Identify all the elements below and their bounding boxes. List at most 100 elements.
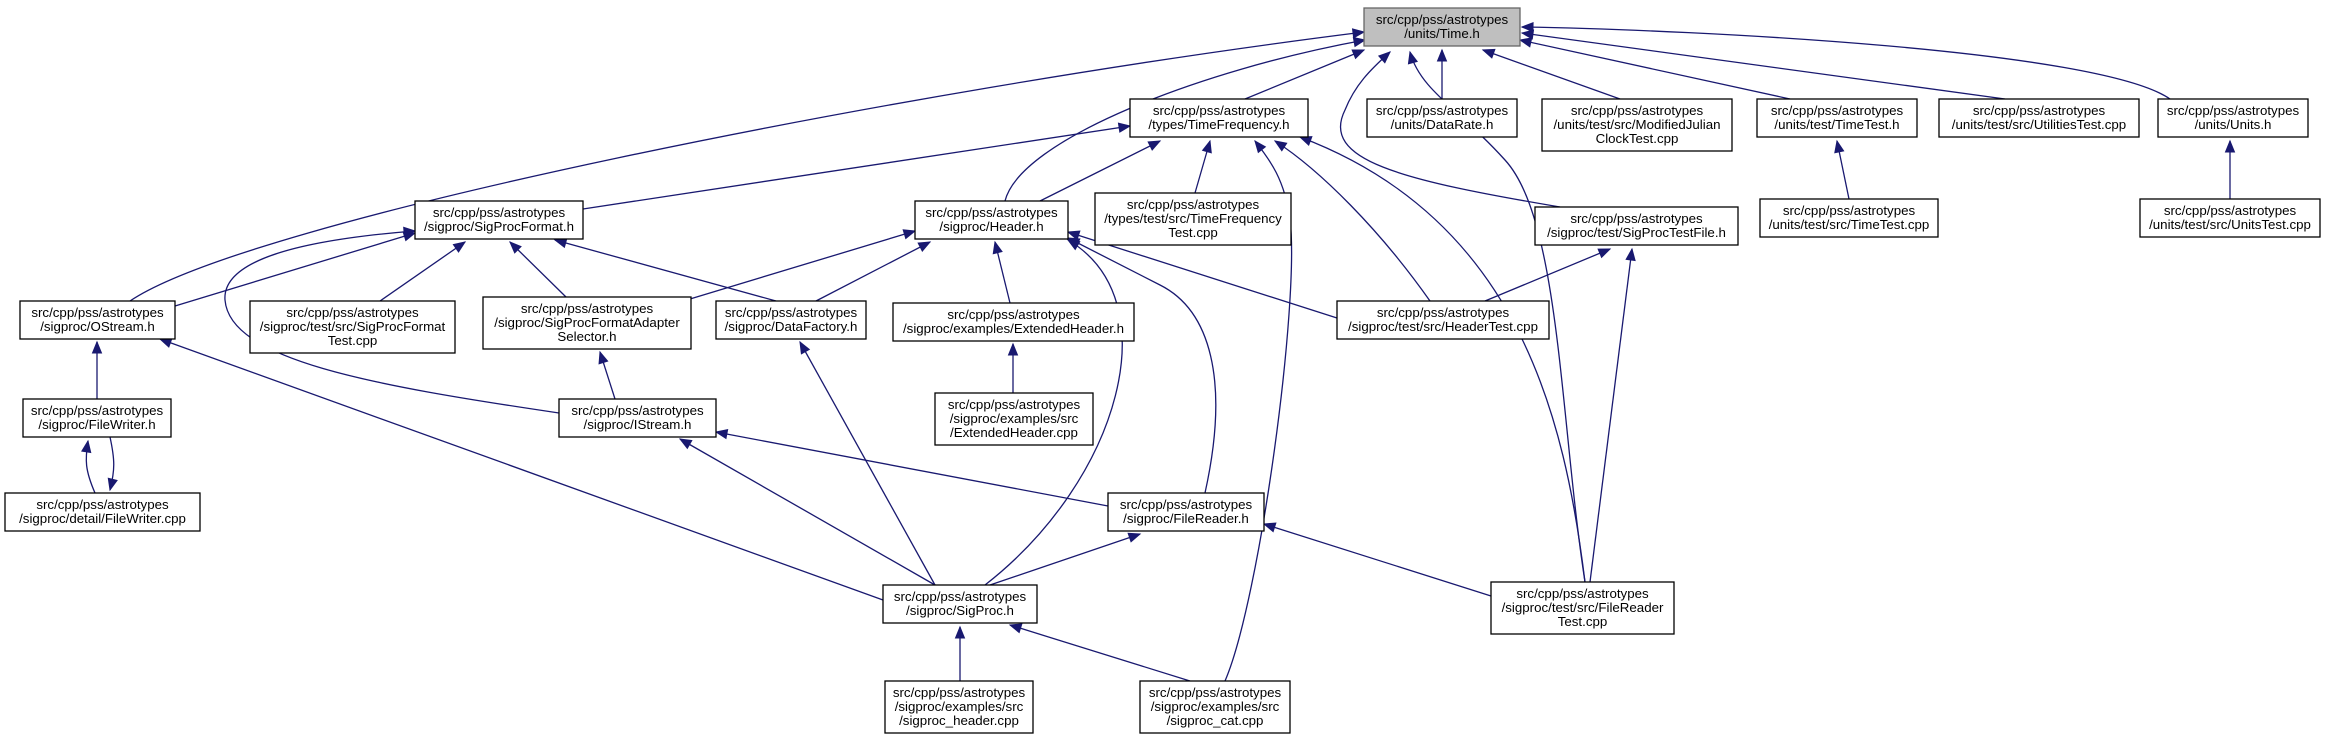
arrowhead [403,226,417,238]
node-label-line: /sigproc/FileWriter.h [38,417,155,432]
node-extendedheader-cpp[interactable]: src/cpp/pss/astrotypes/sigproc/examples/… [934,392,1094,446]
arrowhead [1066,230,1081,241]
node-utilitiestest-cpp[interactable]: src/cpp/pss/astrotypes/units/test/src/Ut… [1938,98,2140,138]
node-modifiedjulianclocktest-cpp[interactable]: src/cpp/pss/astrotypes/units/test/src/Mo… [1541,98,1733,152]
node-datafactory-h[interactable]: src/cpp/pss/astrotypes/sigproc/DataFacto… [715,300,867,340]
arrowhead [1201,139,1212,154]
edge-line [1009,624,1191,682]
node-box[interactable] [1938,98,2140,138]
node-box[interactable] [1363,7,1521,47]
node-sigproctestfile-h[interactable]: src/cpp/pss/astrotypes/sigproc/test/SigP… [1534,206,1739,246]
edge-header-h-to-time-h [1004,36,1367,202]
arrowhead [81,439,92,454]
node-header-h[interactable]: src/cpp/pss/astrotypes/sigproc/Header.h [914,200,1069,240]
node-label-line: src/cpp/pss/astrotypes [2167,103,2300,118]
node-sigprocformatadapterselector-h[interactable]: src/cpp/pss/astrotypes/sigproc/SigProcFo… [482,296,692,350]
node-label-line: src/cpp/pss/astrotypes [1377,305,1510,320]
node-box[interactable] [1534,206,1739,246]
node-label-line: /ExtendedHeader.cpp [950,425,1078,440]
node-sigproc-h[interactable]: src/cpp/pss/astrotypes/sigproc/SigProc.h [882,584,1038,624]
node-unitstest-cpp[interactable]: src/cpp/pss/astrotypes/units/test/src/Un… [2139,198,2321,238]
edge-istream-h-to-sigprocformat-h [224,226,560,414]
node-extendedheader-h[interactable]: src/cpp/pss/astrotypes/sigproc/examples/… [892,302,1135,342]
node-box[interactable] [882,584,1038,624]
node-box[interactable] [2157,98,2309,138]
node-box[interactable] [934,392,1094,446]
edge-timetest-cpp-to-timetest-h [1834,139,1850,200]
node-timetest-h[interactable]: src/cpp/pss/astrotypes/units/test/TimeTe… [1756,98,1918,138]
node-sigprocformat-h[interactable]: src/cpp/pss/astrotypes/sigproc/SigProcFo… [414,200,584,240]
node-box[interactable] [1336,300,1550,340]
edge-line [1521,26,2171,100]
node-sigproc-cat-cpp[interactable]: src/cpp/pss/astrotypes/sigproc/examples/… [1139,680,1291,734]
node-sigproc-header-cpp[interactable]: src/cpp/pss/astrotypes/sigproc/examples/… [884,680,1034,734]
node-units-h[interactable]: src/cpp/pss/astrotypes/units/Units.h [2157,98,2309,138]
node-box[interactable] [1129,98,1309,138]
node-filewriter-cpp[interactable]: src/cpp/pss/astrotypes/sigproc/detail/Fi… [4,492,201,532]
node-box[interactable] [1759,198,1939,238]
node-box[interactable] [1490,581,1675,635]
edge-datarate-h-to-time-h [1436,48,1448,99]
node-label-line: src/cpp/pss/astrotypes [1149,685,1282,700]
edge-sigproc-h-to-filereader-h [989,532,1142,586]
node-box[interactable] [884,680,1034,734]
node-box[interactable] [4,492,201,532]
arrowhead [902,229,917,240]
node-box[interactable] [414,200,584,240]
node-box[interactable] [1139,680,1291,734]
arrowhead [917,241,932,252]
node-box[interactable] [1094,192,1292,246]
node-label-line: /sigproc/examples/src [1151,699,1280,714]
node-box[interactable] [482,296,692,350]
node-box[interactable] [558,398,717,438]
nodes-layer: src/cpp/pss/astrotypes/units/Time.h src/c… [4,7,2321,734]
node-istream-h[interactable]: src/cpp/pss/astrotypes/sigproc/IStream.h [558,398,717,438]
node-label-line: /sigproc/test/src/HeaderTest.cpp [1348,319,1538,334]
arrowhead [1127,532,1142,543]
edge-filewriter-h-to-ostream-h [91,340,103,399]
node-label-line: ClockTest.cpp [1596,131,1679,146]
arrowhead [1352,36,1367,48]
node-timefrequencytest-cpp[interactable]: src/cpp/pss/astrotypes/types/test/src/Ti… [1094,192,1292,246]
node-label-line: /sigproc/OStream.h [40,319,155,334]
node-sigprocformattest-cpp[interactable]: src/cpp/pss/astrotypes/sigproc/test/src/… [249,300,456,354]
node-filewriter-h[interactable]: src/cpp/pss/astrotypes/sigproc/FileWrite… [22,398,172,438]
node-box[interactable] [892,302,1135,342]
node-time-h[interactable]: src/cpp/pss/astrotypes/units/Time.h [1363,7,1521,47]
node-label-line: src/cpp/pss/astrotypes [894,589,1027,604]
node-label-line: src/cpp/pss/astrotypes [1973,103,2106,118]
node-label-line: Test.cpp [1558,614,1608,629]
node-box[interactable] [1107,492,1265,532]
node-box[interactable] [1756,98,1918,138]
arrowhead [1377,51,1391,64]
arrowhead [1518,37,1533,48]
node-headertest-cpp[interactable]: src/cpp/pss/astrotypes/sigproc/test/src/… [1336,300,1550,340]
node-box[interactable] [249,300,456,354]
node-label-line: /sigproc/IStream.h [584,417,692,432]
edge-line [1274,140,1431,302]
node-datarate-h[interactable]: src/cpp/pss/astrotypes/units/DataRate.h [1366,98,1518,138]
node-filereadertest-cpp[interactable]: src/cpp/pss/astrotypes/sigproc/test/src/… [1490,581,1675,635]
arrowhead [992,240,1003,255]
arrowhead [553,238,568,249]
arrowhead [1407,50,1418,65]
node-box[interactable] [1541,98,1733,152]
node-box[interactable] [22,398,172,438]
edge-line [984,239,1123,586]
node-timefrequency-h[interactable]: src/cpp/pss/astrotypes/types/TimeFrequen… [1129,98,1309,138]
node-ostream-h[interactable]: src/cpp/pss/astrotypes/sigproc/OStream.h [19,300,176,340]
edges-layer [81,21,2236,682]
edge-sigproctestfile-h-to-time-h [1339,51,1561,208]
node-filereader-h[interactable]: src/cpp/pss/astrotypes/sigproc/FileReade… [1107,492,1265,532]
arrowhead [598,350,609,365]
node-box[interactable] [2139,198,2321,238]
edge-filewriter-cpp-to-filewriter-h [81,439,96,494]
node-box[interactable] [914,200,1069,240]
node-timetest-cpp[interactable]: src/cpp/pss/astrotypes/units/test/src/Ti… [1759,198,1939,238]
node-box[interactable] [19,300,176,340]
edge-line [1067,237,1217,494]
edge-line [1339,51,1561,208]
node-box[interactable] [715,300,867,340]
edge-line [1067,231,1338,319]
node-box[interactable] [1366,98,1518,138]
